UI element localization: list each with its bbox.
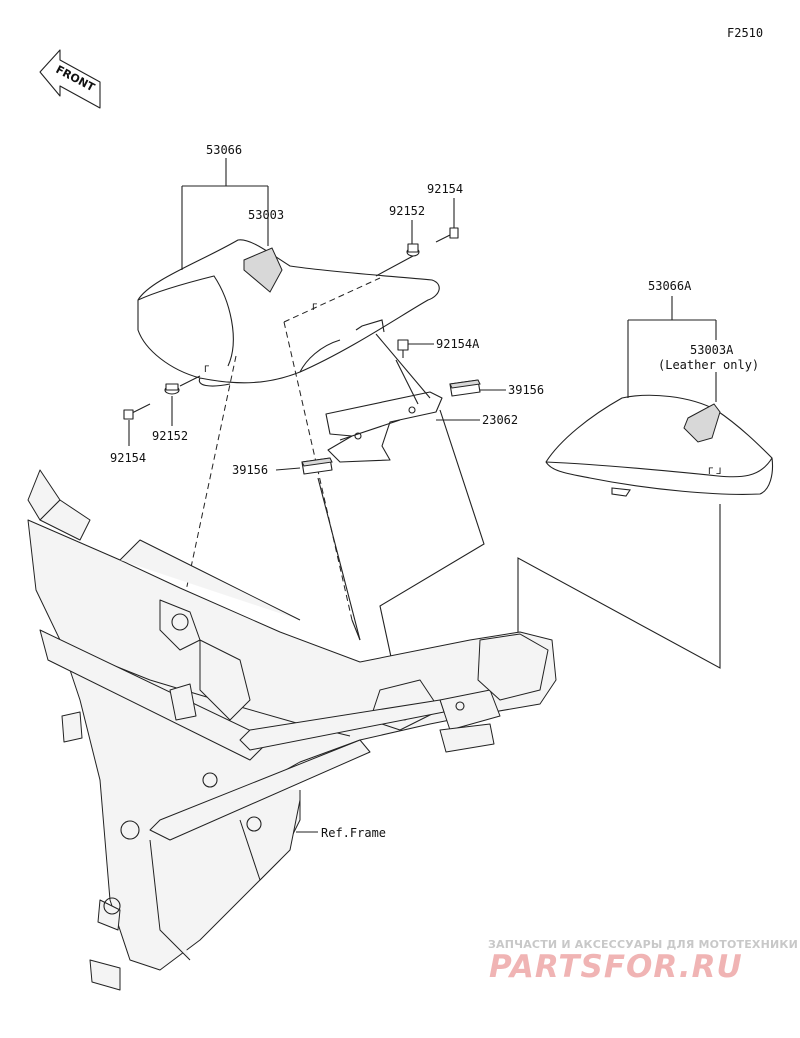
collar-right-icon — [406, 243, 420, 257]
bracket-23062 — [325, 391, 443, 463]
figure-code: F2510 — [727, 26, 763, 40]
label-53003A: 53003A — [690, 343, 734, 357]
label-92154-left: 92154 — [110, 451, 146, 465]
label-39156-left: 39156 — [232, 463, 268, 477]
guide-seat-rear — [283, 277, 381, 323]
pillion-seat-53066A: ᒥ ᒧ — [545, 394, 774, 497]
seat-53066: ᒥ ᒥ — [137, 239, 440, 387]
note-leather-only: (Leather only) — [658, 358, 759, 372]
damper-left-icon — [301, 457, 333, 475]
label-23062: 23062 — [482, 413, 518, 427]
damper-right-icon — [449, 379, 481, 397]
bolt-left-icon — [123, 403, 151, 420]
watermark-tagline: ЗАПЧАСТИ И АКСЕССУАРЫ ДЛЯ МОТОТЕХНИКИ — [488, 938, 798, 951]
bolt-right-icon — [435, 227, 459, 243]
label-39156-right: 39156 — [508, 383, 544, 397]
label-92152-right: 92152 — [389, 204, 425, 218]
front-arrow-icon: FRONT — [39, 49, 101, 109]
label-53066A: 53066A — [648, 279, 692, 293]
label-ref-frame: Ref.Frame — [321, 826, 386, 840]
lock-bolt-icon — [397, 339, 409, 358]
collar-left-icon — [164, 383, 180, 395]
label-92152-left: 92152 — [152, 429, 188, 443]
watermark-brand: PARTSFOR.RU — [489, 949, 743, 985]
label-92154A: 92154A — [436, 337, 480, 351]
frame-ref — [27, 469, 557, 991]
svg-text:ᒥ ᒧ: ᒥ ᒧ — [708, 467, 721, 477]
label-92154-right: 92154 — [427, 182, 463, 196]
label-53066: 53066 — [206, 143, 242, 157]
svg-text:ᒥ: ᒥ — [204, 365, 209, 375]
label-53003: 53003 — [248, 208, 284, 222]
